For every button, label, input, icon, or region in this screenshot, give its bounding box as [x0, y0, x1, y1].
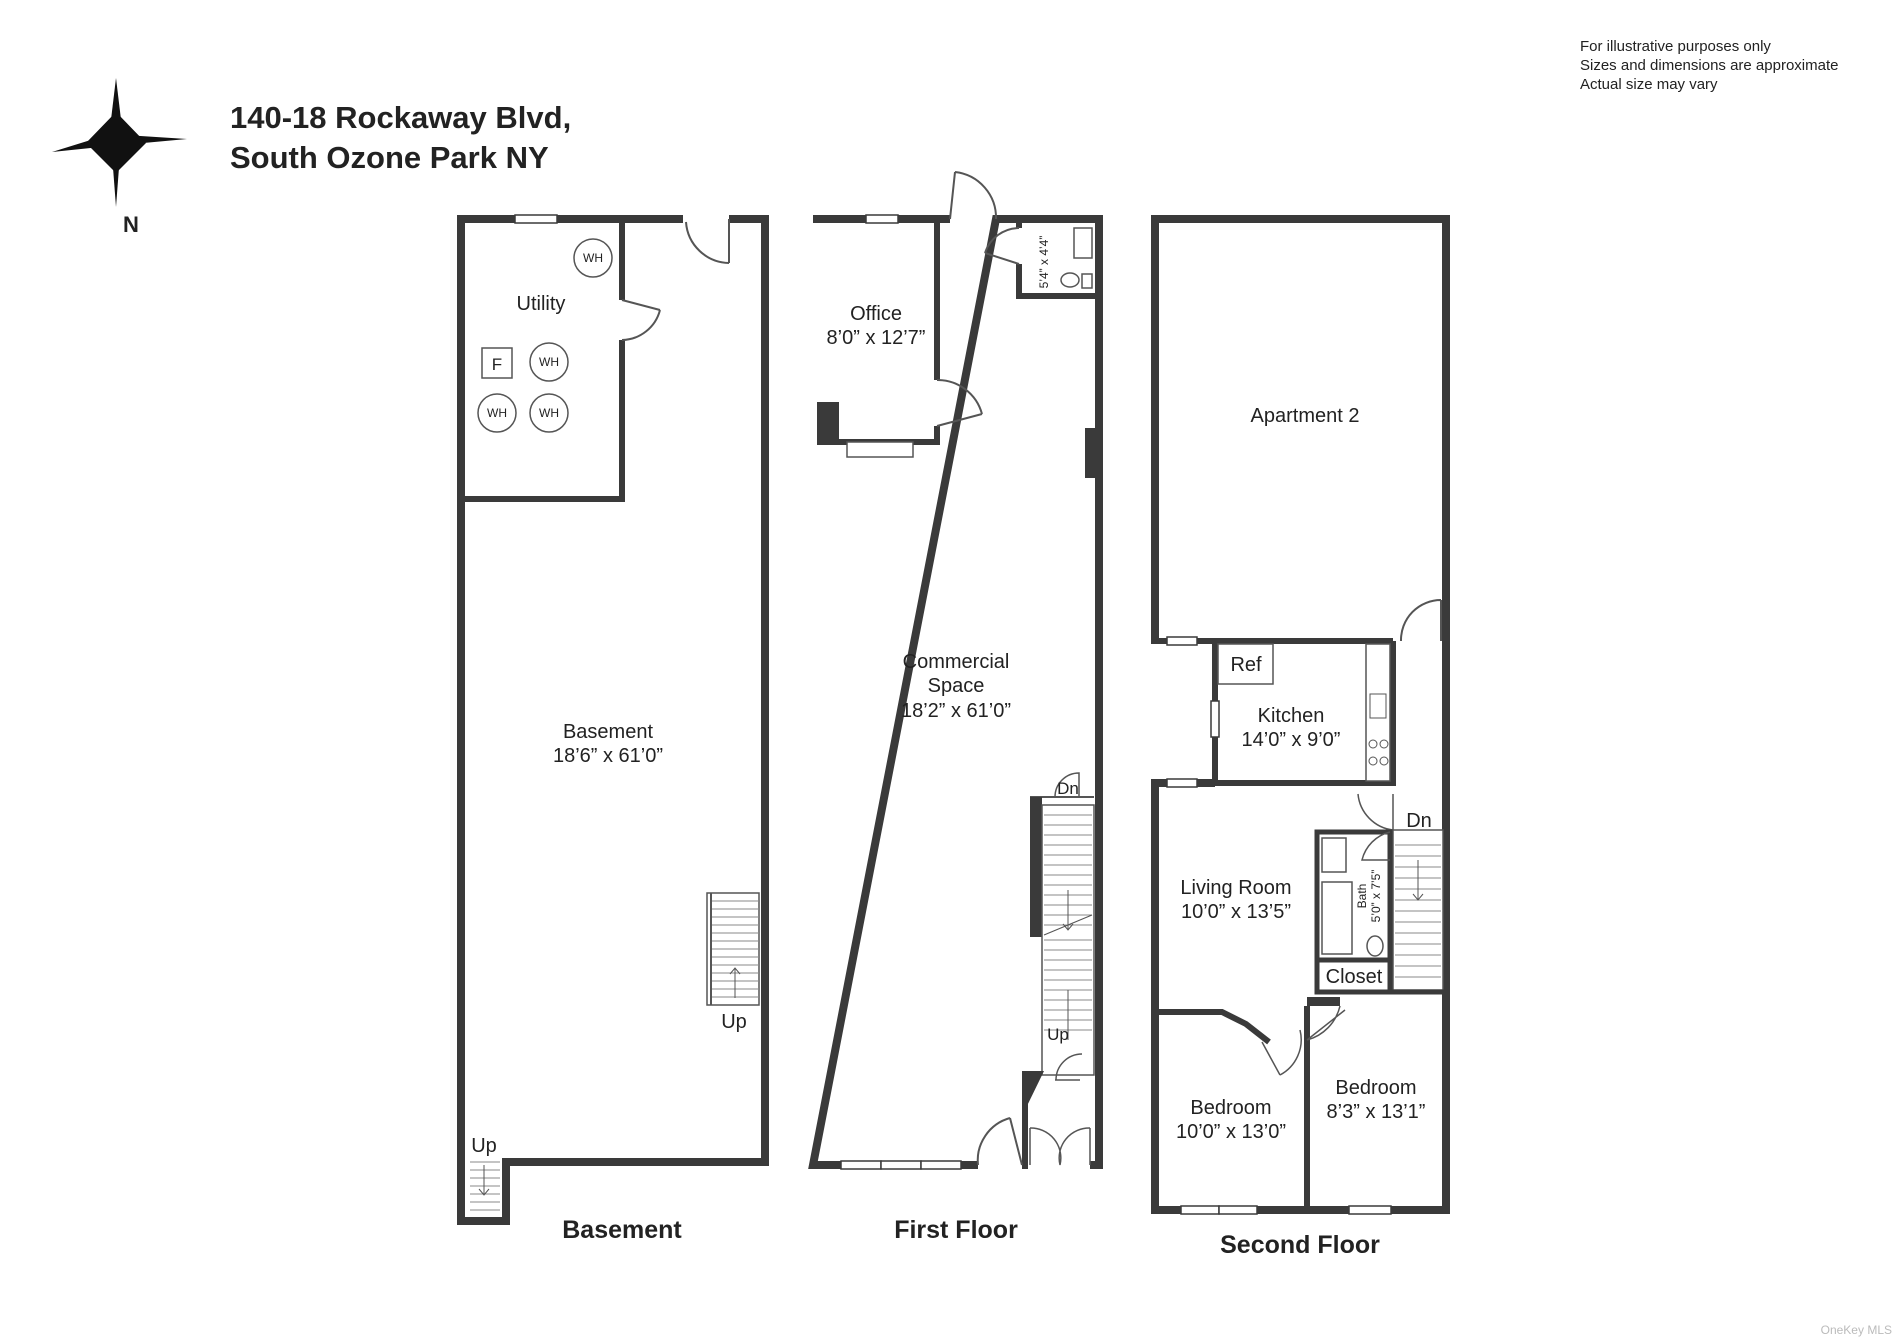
office-room-size: 8’0” x 12’7”	[827, 327, 926, 349]
commercial-name-line-2: Space	[928, 675, 985, 697]
water-heater-label: WH	[487, 406, 507, 420]
bedroom-2-name: Bedroom	[1335, 1077, 1416, 1099]
commercial-name-line-1: Commercial	[903, 651, 1010, 673]
basement-window	[514, 214, 558, 224]
wc-door	[984, 227, 1020, 265]
kitchen-sink-icon	[1369, 693, 1387, 719]
second-floor-title: Second Floor	[1220, 1231, 1380, 1259]
water-heater-icon	[529, 342, 569, 382]
furnace-label: F	[492, 355, 502, 374]
first-floor-front-door	[976, 1117, 1023, 1166]
bath-name-label: Bath	[1355, 884, 1369, 909]
disclaimer-line-2: Sizes and dimensions are approximate	[1580, 57, 1838, 74]
bedroom-1-door	[1261, 1029, 1302, 1076]
bedroom-2-size: 8’3” x 13’1”	[1327, 1101, 1426, 1123]
basement-room-name: Basement	[563, 721, 653, 743]
first-floor-stair-down-label: Dn	[1057, 779, 1079, 798]
refrigerator-icon	[1217, 643, 1274, 685]
bedroom-1-name: Bedroom	[1190, 1097, 1271, 1119]
first-floor-stair-up-label: Up	[1047, 1025, 1069, 1044]
vestibule-front-door	[1029, 1127, 1091, 1166]
bath-size-label: 5’0” x 7’5”	[1369, 870, 1383, 923]
office-door	[936, 378, 983, 427]
wc-size-label: 5’4” x 4’4”	[1037, 236, 1051, 289]
second-floor-plan: Apartment 2 Ref Kitchen 14’0” x 9’0”	[1151, 215, 1450, 1259]
bedroom-window	[1348, 1205, 1392, 1215]
wc-toilet-icon	[1060, 272, 1080, 288]
bedroom-window	[1218, 1205, 1258, 1215]
apartment-2-window	[1166, 636, 1198, 646]
bedroom-1-size: 10’0” x 13’0”	[1176, 1121, 1286, 1143]
basement-floor-title: Basement	[562, 1216, 682, 1244]
basement-plan: WH WH WH WH F Utility Basement 18’6” x 6…	[457, 214, 769, 1244]
water-heater-icon	[477, 393, 517, 433]
furnace-icon	[481, 347, 513, 379]
basement-exterior-stair-up-label: Up	[471, 1135, 497, 1157]
address-line-2: South Ozone Park NY	[230, 140, 549, 175]
basement-outer-wall	[457, 215, 769, 1225]
hallway-door	[1357, 793, 1394, 831]
office-room-name: Office	[850, 303, 902, 325]
water-heater-label: WH	[583, 251, 603, 265]
water-heater-icon	[529, 393, 569, 433]
basement-room-size: 18’6” x 61’0”	[553, 745, 663, 767]
stove-burner-icon	[1379, 739, 1389, 749]
disclaimer-line-1: For illustrative purposes only	[1580, 38, 1771, 55]
bath-sink-icon	[1321, 837, 1347, 873]
watermark: OneKey MLS	[1821, 1323, 1892, 1337]
bedroom-2-door	[1306, 1005, 1346, 1041]
refrigerator-label: Ref	[1230, 654, 1262, 676]
compass-star-icon	[52, 78, 187, 207]
stove-burner-icon	[1379, 756, 1389, 766]
utility-door	[621, 299, 661, 341]
bathtub-icon	[1321, 881, 1353, 955]
bedroom-window	[1180, 1205, 1220, 1215]
apartment-2-door	[1399, 599, 1442, 642]
vestibule-door	[1055, 1053, 1083, 1081]
bath-toilet-icon	[1366, 935, 1384, 957]
commercial-size: 18’2” x 61’0”	[901, 700, 1011, 722]
wc-sink-icon	[1073, 227, 1093, 259]
stove-burner-icon	[1368, 739, 1378, 749]
bedroom-wall	[1159, 1009, 1271, 1045]
water-heater-label: WH	[539, 355, 559, 369]
first-floor-plan: 5’4” x 4’4” Office 8’0” x 12’7” Commerci…	[808, 171, 1103, 1244]
storefront-window	[880, 1160, 922, 1170]
basement-interior-stair	[706, 892, 760, 1006]
first-floor-rear-door	[949, 171, 998, 220]
living-window	[1166, 778, 1198, 788]
kitchen-room-size: 14’0” x 9’0”	[1242, 729, 1341, 751]
closet-label: Closet	[1326, 966, 1383, 988]
storefront-window	[840, 1160, 882, 1170]
compass-north-label: N	[123, 212, 139, 237]
first-floor-title: First Floor	[894, 1216, 1018, 1244]
water-heater-icon	[573, 238, 613, 278]
basement-exterior-door	[685, 219, 730, 264]
second-floor-stair-down-label: Dn	[1406, 810, 1432, 832]
living-room-size: 10’0” x 13’5”	[1181, 901, 1291, 923]
stove-burner-icon	[1368, 756, 1378, 766]
disclaimer-line-3: Actual size may vary	[1580, 76, 1718, 93]
storefront-window	[920, 1160, 962, 1170]
office-window	[865, 214, 899, 224]
basement-stair-up-label: Up	[721, 1011, 747, 1033]
kitchen-window	[1210, 700, 1220, 738]
apartment-2-wall	[1151, 215, 1450, 641]
basement-exterior-stair	[470, 1161, 500, 1211]
bath-door	[1361, 831, 1391, 861]
water-heater-label: WH	[539, 406, 559, 420]
second-floor-stair	[1392, 829, 1444, 991]
kitchen-room-name: Kitchen	[1258, 705, 1325, 727]
apartment-2-label: Apartment 2	[1251, 405, 1360, 427]
address-line-1: 140-18 Rockaway Blvd,	[230, 100, 571, 135]
living-room-name: Living Room	[1180, 877, 1291, 899]
utility-room-label: Utility	[517, 293, 566, 315]
first-floor-stair	[1030, 772, 1095, 1076]
